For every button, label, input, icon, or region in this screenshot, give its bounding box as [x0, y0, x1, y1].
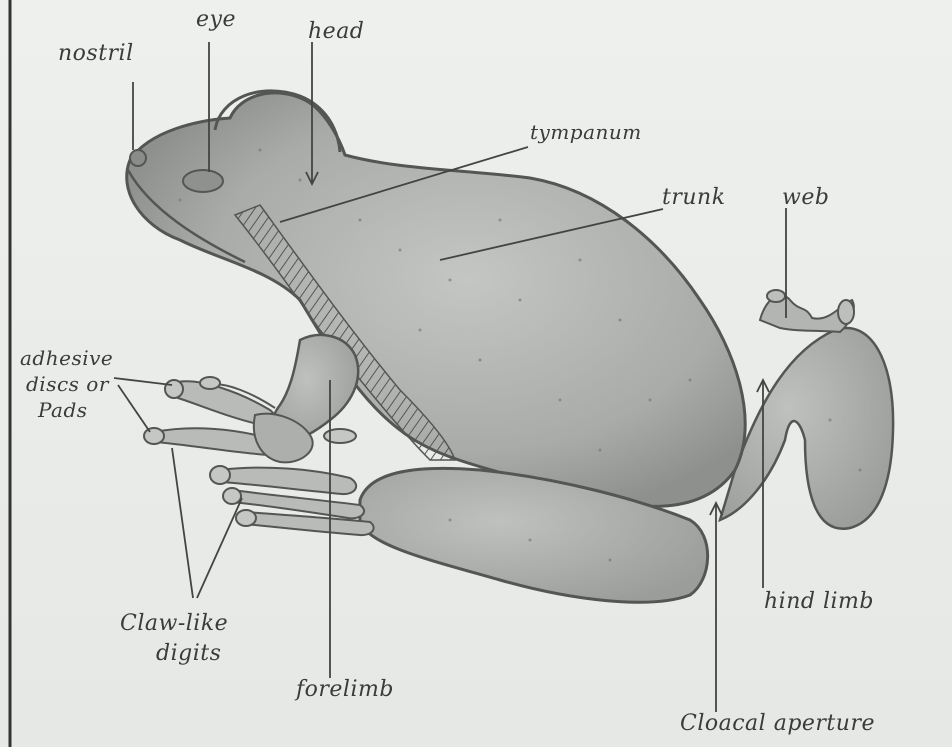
pointer-claw-1 [172, 448, 193, 598]
label-head: head [308, 20, 364, 44]
label-web: web [782, 186, 829, 210]
label-claw-line1: Claw-like [120, 612, 228, 636]
label-forelimb: forelimb [296, 678, 394, 702]
label-hind-limb: hind limb [764, 590, 874, 614]
pointer-adhesive-1 [114, 378, 172, 385]
label-trunk: trunk [662, 186, 726, 210]
label-adhesive-line2: discs or [26, 372, 109, 396]
label-cloacal-aperture: Cloacal aperture [680, 712, 875, 736]
label-nostril: nostril [58, 42, 134, 66]
nostril-shape [130, 150, 146, 166]
eye-shape [183, 170, 223, 192]
pointer-adhesive-2 [118, 385, 150, 432]
pointer-claw-2 [197, 498, 242, 598]
label-adhesive-line1: adhesive [20, 346, 113, 370]
label-eye: eye [196, 8, 236, 32]
label-claw-line2: digits [156, 642, 221, 666]
label-tympanum: tympanum [530, 120, 642, 144]
label-adhesive-line3: Pads [38, 398, 88, 422]
